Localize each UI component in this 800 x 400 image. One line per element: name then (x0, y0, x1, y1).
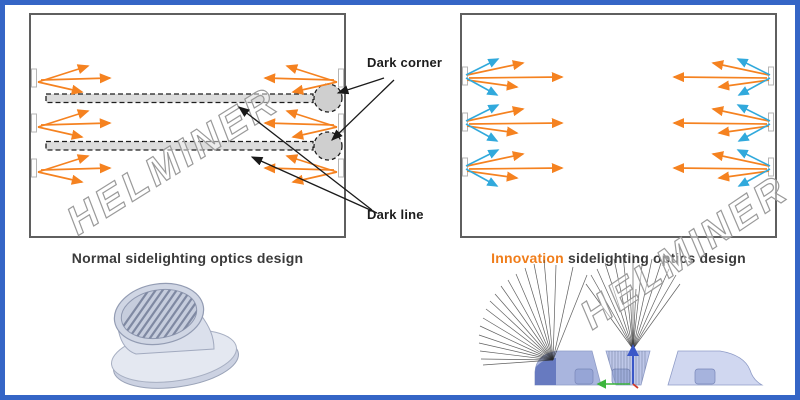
led-source-region (535, 358, 556, 385)
dark-corner-pointer (336, 77, 385, 95)
dark-corner-label: Dark corner (367, 55, 443, 70)
left-panel-orange-rays (37, 64, 338, 185)
right-panel-border (460, 13, 777, 238)
annotation-arrows (237, 77, 395, 214)
right-caption-rest: sidelighting optics design (563, 250, 746, 266)
dark-corner-circle (313, 83, 343, 113)
left-panel-led-strips (31, 68, 344, 178)
right-panel-cyan-rays (465, 58, 771, 187)
internal-rays (608, 351, 646, 385)
right-panel-caption: Innovation sidelighting optics design (461, 250, 776, 266)
right-panel-orange-rays (466, 60, 770, 182)
dark-line-label: Dark line (367, 207, 424, 222)
dark-line-pointer (250, 156, 378, 214)
dark-corner-pointer (331, 79, 395, 141)
left-panel-caption: Normal sidelighting optics design (71, 250, 304, 266)
dark-corner-circle (313, 131, 343, 161)
lens-profiles (534, 350, 764, 386)
right-panel-led-strips (462, 66, 774, 177)
dark-corner-circles (313, 83, 343, 161)
lens-face (120, 288, 198, 340)
lens-ribs (117, 283, 201, 345)
left-panel: HELMINER (29, 13, 346, 244)
left-panel-border (29, 13, 346, 238)
ray-fan-left (478, 259, 588, 366)
ray-simulation-3d: HELMINER (478, 166, 797, 389)
watermark-text: HELMINER (59, 78, 287, 243)
innovation-highlight: Innovation (491, 250, 564, 266)
dark-line-pointer (237, 106, 373, 211)
lens-feet (574, 368, 716, 385)
dark-line-bars (45, 93, 314, 151)
dark-line-bar (45, 93, 314, 104)
axis-triad-icon (596, 344, 639, 389)
lens-part-3d (111, 282, 239, 389)
dark-line-bar (45, 140, 314, 151)
ray-fan-right (585, 254, 681, 350)
lens-rim (113, 282, 205, 346)
right-panel (460, 13, 777, 238)
